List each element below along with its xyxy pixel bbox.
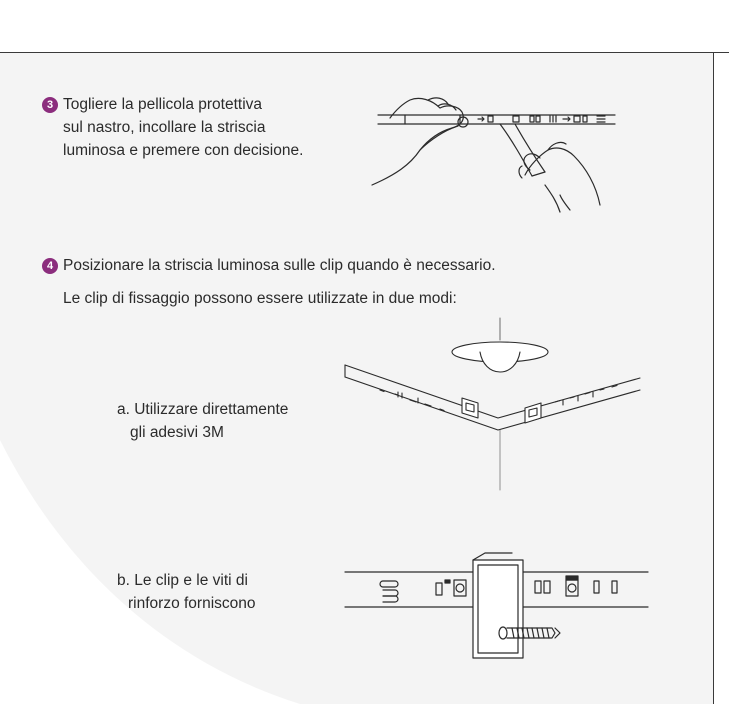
option-a-line-2: gli adesivi 3M bbox=[130, 424, 224, 441]
step-3-line-1: Togliere la pellicola protettiva bbox=[63, 96, 263, 113]
option-a-line-1: a. Utilizzare direttamente bbox=[117, 401, 289, 418]
step-3-line-3: luminosa e premere con decisione. bbox=[63, 142, 304, 159]
step-4-line-2: Le clip di fissaggio possono essere util… bbox=[63, 290, 457, 307]
step-4-badge: 4 bbox=[42, 258, 58, 274]
right-rule bbox=[713, 52, 714, 704]
option-b-line-1: b. Le clip e le viti di bbox=[117, 572, 248, 589]
step-3-badge: 3 bbox=[42, 97, 58, 113]
top-rule bbox=[0, 52, 729, 53]
step-4-line-1: Posizionare la striscia luminosa sulle c… bbox=[63, 257, 496, 274]
option-b-line-2: rinforzo forniscono bbox=[128, 595, 256, 612]
step-3-line-2: sul nastro, incollare la striscia bbox=[63, 119, 266, 136]
